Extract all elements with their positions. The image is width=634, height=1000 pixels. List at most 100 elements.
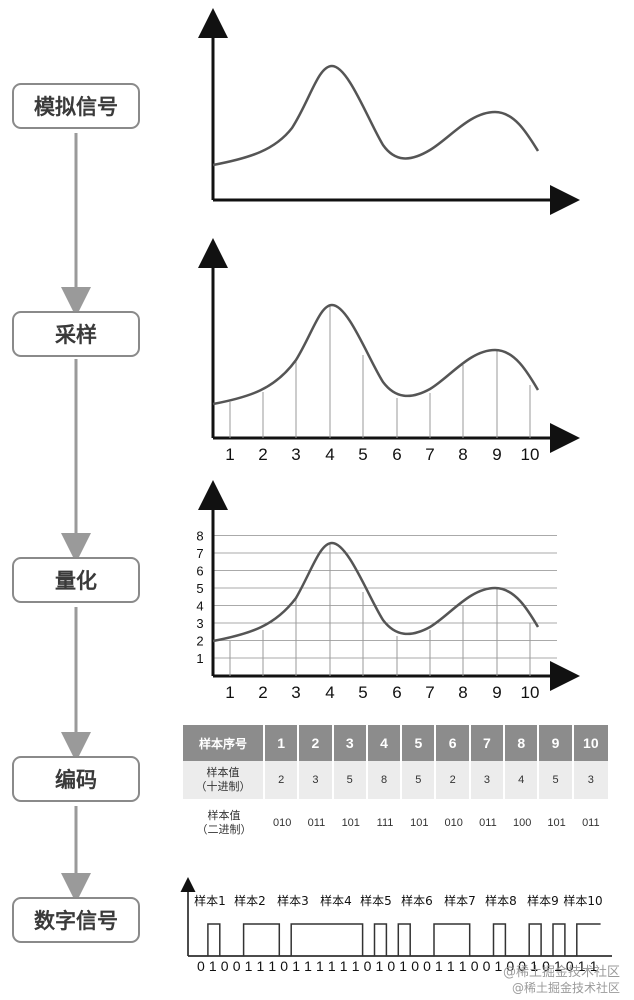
label-line: （十进制） bbox=[195, 780, 251, 793]
sample-tick-label: 9 bbox=[492, 445, 501, 464]
binary-value: 010 bbox=[265, 799, 300, 847]
header-num: 4 bbox=[367, 725, 403, 761]
sample-group-label: 样本9 bbox=[527, 893, 559, 908]
bit-label: 0 bbox=[506, 958, 515, 974]
sample-tick-label: 4 bbox=[325, 445, 334, 464]
bit-label: 0 bbox=[387, 958, 396, 974]
sample-group-label: 样本6 bbox=[401, 893, 433, 908]
binary-value: 101 bbox=[402, 799, 437, 847]
quantization-gridlines bbox=[213, 535, 557, 659]
quant-tick-label: 4 bbox=[325, 683, 334, 702]
bit-label: 1 bbox=[304, 958, 312, 974]
header-num: 3 bbox=[333, 725, 368, 761]
bit-label: 0 bbox=[518, 958, 527, 974]
bit-label: 1 bbox=[577, 958, 586, 974]
binary-value: 011 bbox=[299, 799, 334, 847]
quant-level-label: 2 bbox=[196, 634, 203, 649]
sample-group-label: 样本8 bbox=[485, 893, 517, 908]
sample-tick-label: 3 bbox=[291, 445, 300, 464]
decimal-value: 3 bbox=[573, 761, 608, 799]
sample-tick-label: 6 bbox=[392, 445, 401, 464]
header-num: 6 bbox=[436, 725, 471, 761]
decimal-value: 5 bbox=[539, 761, 574, 799]
decimal-value: 4 bbox=[505, 761, 540, 799]
sample-tick-label: 10 bbox=[521, 445, 540, 464]
decimal-value: 2 bbox=[265, 761, 300, 799]
decimal-value: 5 bbox=[333, 761, 368, 799]
header-num: 10 bbox=[573, 725, 608, 761]
sample-group-label: 样本4 bbox=[320, 893, 352, 908]
sample-lines bbox=[229, 306, 531, 438]
bit-label: 1 bbox=[435, 958, 443, 974]
quantized-waveform bbox=[212, 541, 540, 643]
decimal-value: 3 bbox=[470, 761, 506, 799]
bit-label: 0 bbox=[220, 958, 229, 974]
stage-quantization: 量化 bbox=[12, 557, 140, 603]
sample-group-label: 样本10 bbox=[563, 893, 602, 908]
decimal-value: 3 bbox=[299, 761, 334, 799]
quant-tick-label: 1 bbox=[225, 683, 234, 702]
encoding-table: 样本序号 1 2 3 4 5 6 7 8 9 10 样本值（十进制） 2 3 5… bbox=[183, 725, 608, 847]
quant-tick-label: 2 bbox=[258, 683, 267, 702]
header-num: 2 bbox=[299, 725, 334, 761]
quant-level-label: 7 bbox=[196, 546, 203, 561]
bit-label: 1 bbox=[458, 958, 467, 974]
table-row-decimal: 样本值（十进制） 2 3 5 8 5 2 3 4 5 3 bbox=[183, 761, 608, 799]
sample-tick-label: 2 bbox=[258, 445, 267, 464]
quant-level-label: 4 bbox=[196, 599, 203, 614]
bit-label: 0 bbox=[197, 958, 205, 974]
bit-label: 0 bbox=[470, 958, 479, 974]
sample-group-label: 样本3 bbox=[277, 893, 309, 908]
sample-tick-label: 8 bbox=[458, 445, 467, 464]
bit-label: 0 bbox=[423, 958, 431, 974]
stage-label: 模拟信号 bbox=[34, 95, 118, 119]
label-line: 样本值 bbox=[207, 809, 241, 822]
bit-label: 1 bbox=[446, 958, 455, 974]
label-line: （二进制） bbox=[196, 823, 252, 836]
binary-value: 101 bbox=[539, 799, 574, 847]
bit-label: 1 bbox=[339, 958, 348, 974]
binary-row-label: 样本值（二进制） bbox=[183, 799, 265, 847]
quant-tick-label: 3 bbox=[291, 683, 300, 702]
header-num: 8 bbox=[505, 725, 540, 761]
bit-label: 1 bbox=[256, 958, 265, 974]
stage-sampling: 采样 bbox=[12, 311, 140, 357]
sample-tick-label: 7 bbox=[425, 445, 434, 464]
header-num: 5 bbox=[402, 725, 437, 761]
bit-label: 1 bbox=[530, 958, 538, 974]
bit-label: 1 bbox=[292, 958, 300, 974]
bit-label: 1 bbox=[494, 958, 503, 974]
stage-label: 编码 bbox=[55, 768, 97, 792]
quant-tick-label: 9 bbox=[492, 683, 501, 702]
header-label: 样本序号 bbox=[183, 725, 265, 761]
binary-value: 101 bbox=[333, 799, 368, 847]
header-num: 1 bbox=[265, 725, 300, 761]
bit-label: 0 bbox=[411, 958, 419, 974]
quant-tick-label: 10 bbox=[521, 683, 540, 702]
quant-tick-label: 5 bbox=[358, 683, 367, 702]
sample-group-label: 样本7 bbox=[444, 893, 476, 908]
bit-label: 1 bbox=[351, 958, 360, 974]
sample-group-label: 样本2 bbox=[234, 893, 266, 908]
stage-label: 采样 bbox=[55, 323, 97, 347]
bit-label: 0 bbox=[482, 958, 491, 974]
sample-tick-label: 5 bbox=[358, 445, 367, 464]
header-num: 9 bbox=[539, 725, 574, 761]
binary-value: 111 bbox=[367, 799, 403, 847]
bit-label: 1 bbox=[554, 958, 562, 974]
bit-label: 1 bbox=[589, 958, 598, 974]
decimal-value: 8 bbox=[367, 761, 403, 799]
bit-label: 1 bbox=[316, 958, 324, 974]
binary-value: 011 bbox=[470, 799, 506, 847]
analog-signal-chart bbox=[198, 8, 580, 215]
header-num: 7 bbox=[470, 725, 506, 761]
bit-label: 0 bbox=[565, 958, 574, 974]
sample-group-label: 样本1 bbox=[194, 893, 226, 908]
sample-tick-label: 1 bbox=[225, 445, 234, 464]
